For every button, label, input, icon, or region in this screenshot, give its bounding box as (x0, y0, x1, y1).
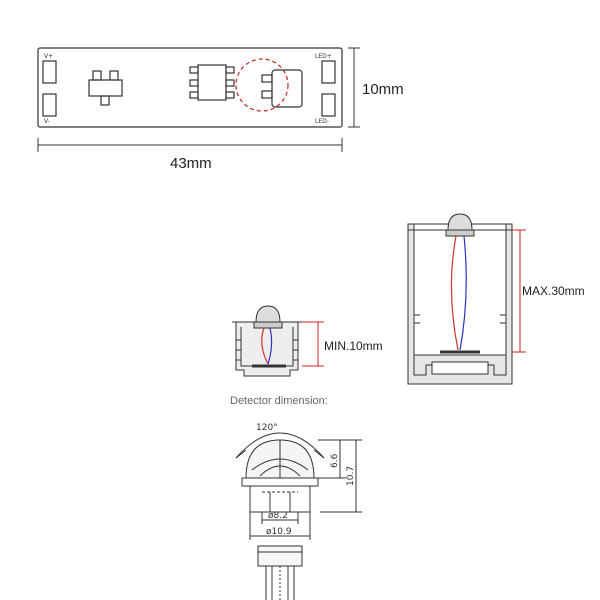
detector-drawing (235, 432, 362, 600)
transistor-component (88, 70, 123, 106)
sensor-highlight-circle (235, 58, 289, 112)
angle-label: 120° (256, 423, 278, 433)
profile-max (407, 213, 513, 385)
wire-blue-min (267, 327, 273, 365)
pcb-board (37, 47, 343, 128)
pad-led-plus (321, 60, 336, 84)
wire-red-max (450, 235, 459, 351)
length-label: 43mm (170, 155, 212, 172)
dim-10-9-label: ø10.9 (266, 527, 292, 537)
min-dimension (302, 321, 324, 367)
profile-min (232, 305, 302, 377)
dim-6-6-label: 6.6 (330, 453, 340, 468)
pad-v-minus (42, 93, 57, 117)
label-led-plus: LED+ (315, 53, 332, 60)
min-label: MIN.10mm (324, 339, 383, 353)
width-label: 10mm (362, 81, 404, 98)
dim-10-7-label: 10.7 (346, 466, 356, 486)
max-dimension (512, 229, 526, 353)
label-led-minus: LED- (315, 118, 329, 125)
ic-component (189, 64, 235, 101)
max-label: MAX.30mm (522, 284, 585, 298)
pad-led-minus (321, 93, 336, 117)
detector-caption: Detector dimension: (230, 395, 328, 407)
width-dimension (348, 47, 360, 128)
pad-v-plus (42, 60, 57, 84)
wire-red-min (261, 327, 269, 365)
sensor-component (261, 69, 303, 108)
wire-blue-max (459, 235, 467, 351)
label-v-plus: V+ (44, 53, 53, 60)
length-dimension (37, 138, 343, 152)
dim-8-2-label: ø8.2 (268, 511, 288, 521)
label-v-minus: V- (44, 118, 50, 125)
